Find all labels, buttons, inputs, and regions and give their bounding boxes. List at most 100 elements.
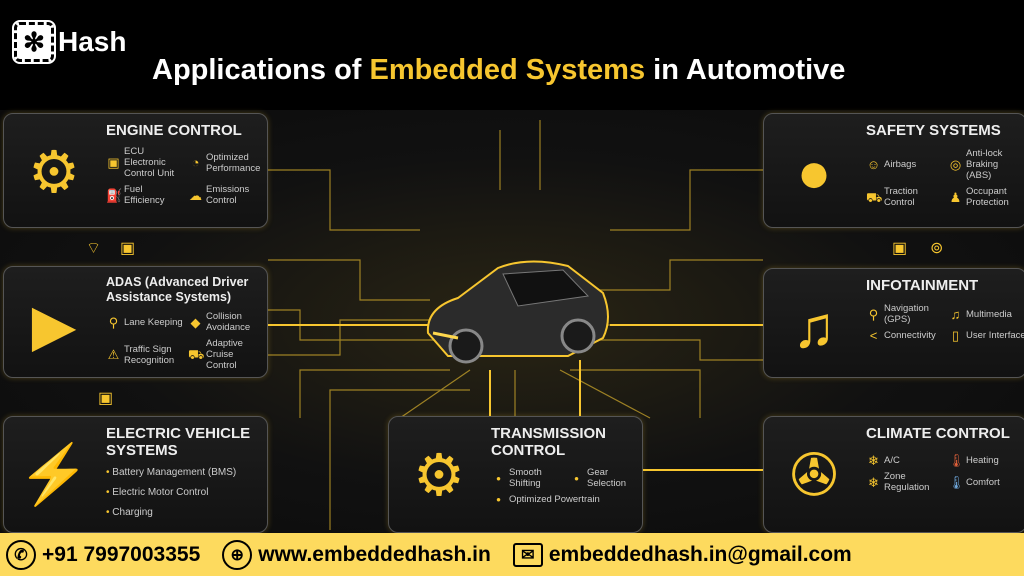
item-ecu: ▣ ECU Electronic Control Unit [106,146,184,179]
traction-icon: ⛟ [866,189,883,205]
share-icon: < [869,328,878,343]
item-airbags: ☺Airbags [866,148,944,181]
chip-icon: ▣ [98,390,114,407]
logo-text: Hash [58,26,127,57]
card-climate-control: ✇ CLIMATE CONTROL ❄A/C 🌡Heating ❄Zone Re… [763,416,1024,533]
item-label: Adaptive Cruise Control [206,338,243,371]
item-label: A/C [884,455,900,466]
monitor-icon: ▶ [31,293,77,358]
item-label: Emissions Control [206,184,250,206]
item-heating: 🌡Heating [948,453,1024,468]
item-performance: ◔ Optimized Performance [188,146,266,179]
website-link[interactable]: ⊕www.embeddedhash.in [222,539,491,570]
thermometer-hot-icon: 🌡 [948,453,965,468]
footer-contact-bar: ✆+91 7997003355 ⊕www.embeddedhash.in ✉em… [0,533,1024,576]
item-label: Lane Keeping [124,316,183,328]
airbag-icon: ● [796,139,832,205]
title-suffix: in Automotive [645,54,846,86]
speedometer-icon: ◔ [191,155,200,170]
cloud-icon: ☁ [189,187,202,203]
thermometer-cold-icon: 🌡 [948,474,965,490]
item-comfort: 🌡Comfort [948,471,1024,493]
item-label: Navigation (GPS) [884,303,929,325]
item-label: User Interface [966,330,1024,341]
item-label: Airbags [884,159,917,170]
warning-icon: ⚠ [107,347,120,362]
card-electric-vehicle: ⚡ ELECTRIC VEHICLE SYSTEMS Battery Manag… [3,416,268,533]
airbag-icon: ☺ [866,157,881,172]
card-title: ELECTRIC VEHICLE SYSTEMS [106,425,251,459]
abs-icon: ◎ [949,157,962,172]
item-label: Traffic Sign Recognition [124,343,175,366]
email-link[interactable]: ✉embeddedhash.in@gmail.com [512,542,852,567]
card-title: TRANSMISSION CONTROL [491,425,607,459]
collision-icon: ◆ [190,314,201,330]
item-label: Heating [966,455,999,466]
item-label: Occupant Protection [966,186,1009,208]
item-navigation: ⚲ Navigation (GPS) [866,303,944,325]
chip-gear-icon: ✻ [12,20,56,64]
list-item: Battery Management (BMS) [106,467,236,478]
item-label: Collision Avoidance [206,311,251,333]
item-label: Optimized Powertrain [509,494,600,505]
logo[interactable]: ✻ Hash [12,20,127,64]
infographic-area: ⌔ ▣ ▣ ▣ ⊚ ⚙ ENGINE CONTROL ▣ECU Electron… [0,110,1024,533]
chip-icon: ▣ [120,240,136,257]
bullet-icon: • [496,492,501,507]
list-item: Electric Motor Control [106,487,208,498]
item-multimedia: ♫Multimedia [948,303,1024,325]
mail-icon: ✉ [512,542,543,567]
card-engine-control: ⚙ ENGINE CONTROL ▣ECU Electronic Control… [3,113,268,228]
chip-icon: ▣ [107,155,120,170]
occupant-icon: ♟ [949,189,962,205]
wifi-icon: ⌔ [86,240,102,257]
phone-icon: ▯ [951,328,960,343]
bullet-icon: • [574,470,579,486]
antenna-icon: ⊚ [930,240,944,257]
item-label: Optimized Performance [206,151,261,174]
list-item: • Gear Selection [569,467,639,489]
location-pin-icon: ⚲ [868,306,879,322]
item-occupant: ♟Occupant Protection [948,186,1024,208]
car-image [426,260,609,364]
card-title: CLIMATE CONTROL [866,425,1010,442]
item-fuel: ⛽Fuel Efficiency [106,184,184,206]
item-label: Anti-lock Braking (ABS) [966,148,1003,181]
item-label: Smooth Shifting [509,467,542,489]
header: ✻ Hash Applications of Embedded Systems … [0,0,1024,110]
website-text: www.embeddedhash.in [258,542,491,566]
item-emissions: ☁Emissions Control [188,184,266,206]
phone-contact[interactable]: ✆+91 7997003355 [6,539,200,570]
tablet-map-icon: ♫ [792,294,836,360]
item-label: Comfort [966,476,1000,488]
card-adas: ▶ ADAS (Advanced Driver Assistance Syste… [3,266,268,378]
item-ac: ❄A/C [866,454,944,467]
location-pin-icon: ⚲ [108,314,119,330]
item-traffic-sign: ⚠ Traffic Sign Recognition [106,338,184,371]
music-note-icon: ♫ [950,306,961,322]
car-icon: ⛟ [188,347,205,362]
item-traction: ⛟Traction Control [866,186,944,208]
title-highlight: Embedded Systems [369,54,646,86]
card-transmission-control: ⚙ TRANSMISSION CONTROL •Smooth Shifting … [388,416,643,533]
page-title: Applications of Embedded Systems in Auto… [152,54,845,87]
title-prefix: Applications of [152,54,370,86]
chip-icon: ▣ [892,240,908,257]
list-item: • Smooth Shifting [491,467,565,489]
gear-shift-icon: ⚙ [413,443,465,508]
card-title: ENGINE CONTROL [106,122,242,139]
phone-icon: ✆ [6,539,36,570]
bullet-icon: • [496,470,501,486]
card-title: INFOTAINMENT [866,277,979,294]
fan-icon: ✇ [789,443,839,508]
circuit-lines [268,120,763,530]
item-collision: ◆ Collision Avoidance [188,311,266,333]
card-safety-systems: ● SAFETY SYSTEMS ☺Airbags ◎Anti-lock Bra… [763,113,1024,228]
item-label: ECU Electronic Control Unit [124,146,175,179]
fuel-pump-icon: ⛽ [106,187,123,203]
item-label: Zone Regulation [884,471,930,493]
item-lane: ⚲ Lane Keeping [106,311,184,333]
card-infotainment: ♫ INFOTAINMENT ⚲ Navigation (GPS) ♫Multim… [763,268,1024,378]
item-user-interface: ▯ User Interface [948,328,1024,343]
item-label: Gear Selection [587,467,627,489]
